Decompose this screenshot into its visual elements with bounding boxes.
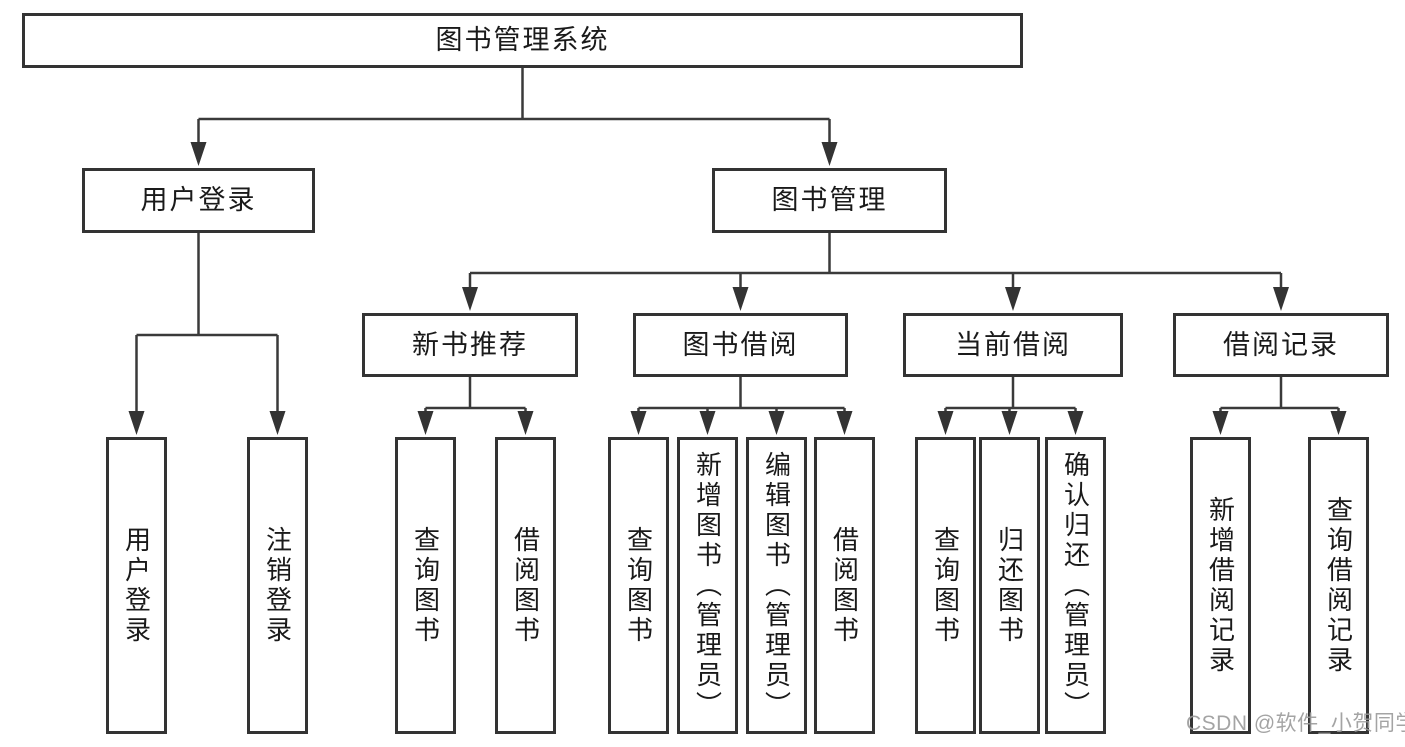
arrowhead [128,411,145,435]
arrowhead [768,411,785,435]
node-book-management: 图书管理 [712,168,947,233]
node-logout-action: 注销登录 [247,437,308,734]
node-label: 查询借阅记录 [1323,495,1354,676]
node-label: 新增图书（管理员） [692,450,723,721]
node-query-books-newbooks: 查询图书 [395,437,456,734]
node-add-books-admin: 新增图书（管理员） [677,437,738,734]
node-label: 确认归还（管理员） [1060,450,1091,721]
node-query-books-borrowing: 查询图书 [608,437,669,734]
node-label: 注销登录 [262,525,293,646]
node-label: 用户登录 [121,525,152,646]
node-borrowing-records: 借阅记录 [1173,313,1389,377]
node-user-login: 用户登录 [82,168,315,233]
arrowhead [1067,411,1084,435]
arrowhead [732,287,749,311]
node-current-borrowing: 当前借阅 [903,313,1123,377]
node-confirm-return-admin: 确认归还（管理员） [1045,437,1106,734]
arrowhead [190,142,207,166]
arrowhead [462,287,478,311]
arrowhead [821,142,838,166]
arrowhead [417,411,434,435]
arrowhead [1005,287,1021,311]
node-label: 借阅图书 [829,525,860,646]
node-label: 归还图书 [994,525,1025,646]
node-label: 借阅图书 [510,525,541,646]
csdn-watermark: CSDN @软件_小贺同学 [1186,712,1405,735]
node-root-system: 图书管理系统 [22,13,1023,68]
arrowhead [1001,411,1018,435]
node-borrow-books-newbooks: 借阅图书 [495,437,556,734]
node-book-borrowing: 图书借阅 [633,313,848,377]
arrowhead [937,411,954,435]
node-label: 查询图书 [623,525,654,646]
node-query-borrow-record: 查询借阅记录 [1308,437,1369,734]
node-new-book-recommendation: 新书推荐 [362,313,578,377]
node-edit-books-admin: 编辑图书（管理员） [746,437,807,734]
node-add-borrow-record: 新增借阅记录 [1190,437,1251,734]
arrowhead [836,411,853,435]
node-label: 查询图书 [410,525,441,646]
arrowhead [1330,411,1347,435]
arrowhead [269,411,286,435]
arrowhead [517,411,534,435]
arrowheads [128,142,1347,435]
node-label: 编辑图书（管理员） [761,450,792,721]
node-query-books-current: 查询图书 [915,437,976,734]
arrowhead [699,411,716,435]
node-borrow-books: 借阅图书 [814,437,875,734]
node-return-books: 归还图书 [979,437,1040,734]
arrowhead [630,411,647,435]
arrowhead [1273,287,1289,311]
node-label: 查询图书 [930,525,961,646]
node-user-login-action: 用户登录 [106,437,167,734]
arrowhead [1212,411,1229,435]
node-label: 新增借阅记录 [1205,495,1236,676]
